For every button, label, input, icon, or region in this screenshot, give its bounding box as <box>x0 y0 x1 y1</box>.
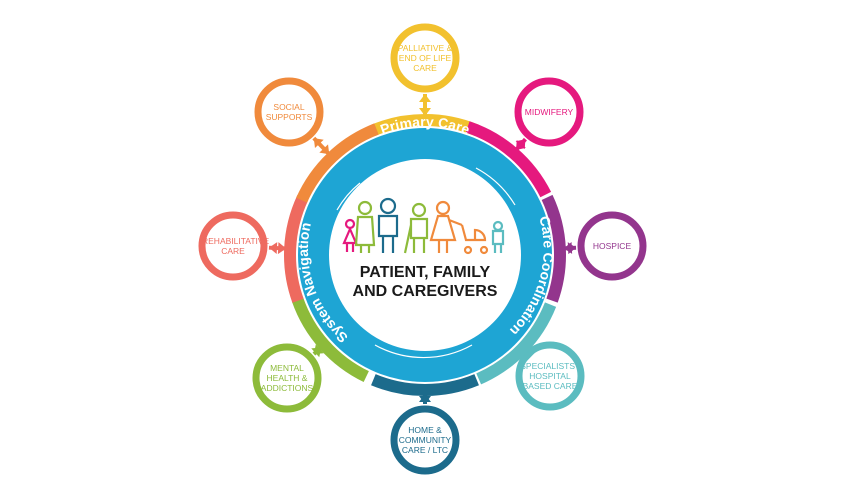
satellite-circle-home <box>390 405 460 475</box>
ring-segment-palliative <box>371 114 479 136</box>
satellite-circle-social <box>254 77 324 147</box>
arrowhead-icon <box>419 396 431 404</box>
arrowhead-icon <box>419 108 431 116</box>
boy-icon <box>491 220 505 253</box>
arrowhead-icon <box>515 139 526 150</box>
arrowhead-icon <box>313 138 324 149</box>
arrow-primary-coord <box>475 167 516 206</box>
man-icon <box>377 197 399 253</box>
satellite-circle-rehab <box>198 211 268 281</box>
arrow-nav-coord <box>374 344 473 359</box>
satellite-circle-hospice <box>577 211 647 281</box>
satellite-label-midwifery: Midwifery <box>524 107 574 117</box>
ring-segment-hospice <box>541 194 566 303</box>
satellite-label-social: Social Supports <box>265 102 313 122</box>
satellite-circle-mental <box>252 343 322 413</box>
satellite-label-hospice: Hospice <box>592 241 632 251</box>
ring-segment-midwifery <box>465 121 552 198</box>
satellite-label-rehab: Rehabilitative Care <box>202 236 270 256</box>
stroller-icon <box>460 224 489 255</box>
grandfather-icon <box>403 202 429 254</box>
arrowhead-icon <box>313 344 324 355</box>
satellite-circle-palliative <box>390 23 460 93</box>
arrowhead-icon <box>277 242 287 255</box>
girl-icon <box>342 218 358 252</box>
ring-segment-home <box>371 374 479 396</box>
grandmother-icon <box>354 200 376 253</box>
family-icons <box>342 197 505 255</box>
center-title-line1: PATIENT, FAMILY <box>359 264 491 281</box>
satellite-label-mental: Mental Health & Addictions <box>260 363 314 393</box>
arrowhead-icon <box>419 94 431 102</box>
arrowhead-icon <box>567 242 577 255</box>
satellite-circle-specialists <box>515 341 585 411</box>
ring-segment-mental <box>291 297 369 382</box>
center-title-line2: AND CAREGIVERS <box>352 283 498 300</box>
center-title: PATIENT, FAMILY AND CAREGIVERS <box>325 263 525 301</box>
arrowhead-icon <box>319 144 330 155</box>
arrowhead-icon <box>524 351 535 362</box>
satellite-circle-midwifery <box>514 77 584 147</box>
inner-circle <box>329 159 521 351</box>
arrow-nav-primary <box>336 182 361 211</box>
satellite-label-palliative: Palliative & End of Life Care <box>397 43 453 73</box>
ring-segment-social <box>296 123 379 203</box>
ring-segment-specialists <box>476 302 557 385</box>
satellite-label-home: Home & Community Care / LTC <box>398 425 452 455</box>
arrowhead-icon <box>268 242 278 255</box>
woman-icon <box>429 200 463 253</box>
satellite-label-specialists: Specialists / Hospital Based Care <box>520 361 580 391</box>
ring-segment-rehab <box>284 195 309 303</box>
